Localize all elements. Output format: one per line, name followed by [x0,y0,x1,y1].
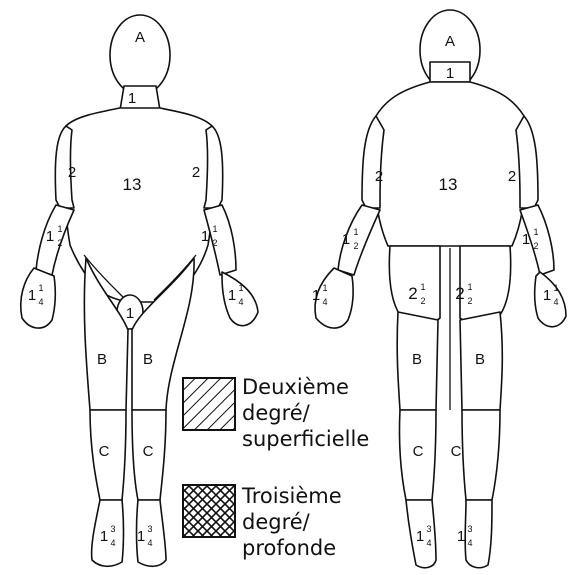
back-upper-arm-left [362,116,384,208]
back-thigh-left-label: B [412,351,422,368]
svg-text:2: 2 [533,241,538,251]
svg-text:2: 2 [455,284,464,303]
front-thigh-right-label: B [143,351,153,368]
svg-text:1: 1 [46,228,54,245]
legend-second-degree-line-1: Deuxième [242,374,369,400]
svg-text:1: 1 [201,228,209,245]
back-trunk-label: 13 [439,175,458,194]
front-leg-left-label: C [99,443,110,460]
front-genital-label: 1 [126,305,134,322]
back-leg-right-label: C [451,443,462,460]
legend-third-degree: Troisième degré/ profonde [242,483,342,561]
svg-text:4: 4 [322,297,327,307]
svg-text:3: 3 [467,524,472,534]
svg-text:4: 4 [553,297,558,307]
legend-third-degree-line-1: Troisième [242,483,342,509]
back-upper-arm-right-label: 2 [508,168,516,185]
svg-text:1: 1 [342,231,350,248]
svg-text:1: 1 [543,287,551,304]
back-hand-left [315,268,353,328]
front-upper-arm-right-label: 2 [192,164,200,181]
svg-text:3: 3 [426,524,431,534]
front-neck [120,86,160,110]
legend-third-degree-line-3: profonde [242,535,342,561]
svg-text:1: 1 [100,528,108,545]
legend-third-degree-line-2: degré/ [242,509,342,535]
front-thigh-left-label: B [97,351,107,368]
front-head-label: A [135,29,145,46]
front-upper-arm-right [204,126,223,208]
svg-text:1: 1 [312,287,320,304]
back-figure [315,10,566,568]
svg-text:4: 4 [38,297,43,307]
back-torso [374,82,526,246]
svg-text:2: 2 [353,241,358,251]
svg-text:1: 1 [238,283,243,293]
svg-text:1: 1 [322,283,327,293]
front-figure [21,15,258,566]
svg-text:4: 4 [467,538,472,548]
front-trunk-label: 13 [123,175,142,194]
svg-text:2: 2 [420,296,425,306]
svg-text:1: 1 [212,224,217,234]
back-upper-arm-right [516,116,538,208]
svg-text:2: 2 [408,284,417,303]
front-leg-right-label: C [143,443,154,460]
legend-second-degree-line-3: superficielle [242,426,369,452]
svg-text:1: 1 [533,227,538,237]
svg-text:1: 1 [522,231,530,248]
svg-text:1: 1 [38,283,43,293]
svg-text:2: 2 [212,238,217,248]
svg-text:1: 1 [467,282,472,292]
svg-text:1: 1 [228,287,236,304]
svg-text:4: 4 [238,297,243,307]
svg-text:1: 1 [137,528,145,545]
back-neck-label: 1 [446,65,454,82]
legend-second-degree-line-2: degré/ [242,400,369,426]
svg-text:1: 1 [457,528,465,545]
svg-text:4: 4 [426,538,431,548]
svg-text:1: 1 [553,283,558,293]
svg-text:4: 4 [147,538,152,548]
legend-swatch-third-degree [183,485,235,537]
back-upper-arm-left-label: 2 [375,168,383,185]
svg-text:2: 2 [57,238,62,248]
svg-text:1: 1 [28,287,36,304]
svg-text:2: 2 [467,296,472,306]
svg-text:3: 3 [147,524,152,534]
back-leg-right [462,410,500,500]
legend-second-degree: Deuxième degré/ superficielle [242,374,369,452]
legend-swatch-second-degree [183,378,235,430]
front-forearm-left [36,205,74,275]
svg-text:1: 1 [420,282,425,292]
front-head [110,15,170,95]
svg-text:3: 3 [110,524,115,534]
svg-text:1: 1 [416,528,424,545]
svg-text:4: 4 [110,538,115,548]
front-neck-label: 1 [128,90,136,107]
front-upper-arm-left-label: 2 [68,164,76,181]
back-leg-left-label: C [413,443,424,460]
back-head-label: A [445,33,455,50]
back-thigh-right-label: B [475,351,485,368]
svg-text:1: 1 [353,227,358,237]
svg-text:1: 1 [57,224,62,234]
